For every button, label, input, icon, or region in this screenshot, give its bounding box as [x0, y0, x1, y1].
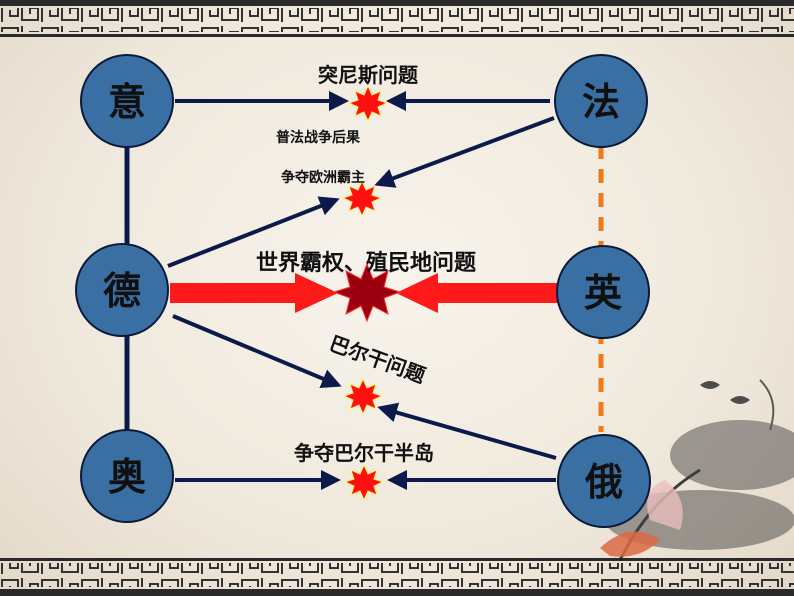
- label-world-hegemony: 世界霸权、殖民地问题: [256, 250, 477, 276]
- burst-balkan: [342, 377, 384, 416]
- node-de: 德: [75, 243, 169, 337]
- label-europe-hegemony: 争夺欧洲霸主: [281, 169, 365, 186]
- thick-arrow-ying: [396, 273, 560, 313]
- bursts: [332, 84, 402, 502]
- arrow-e-balkan: [377, 402, 557, 460]
- burst-tunisia: [347, 84, 389, 123]
- burst-peninsula: [343, 463, 385, 502]
- node-ao: 奥: [80, 429, 174, 523]
- node-fa: 法: [554, 54, 648, 148]
- label-tunisia: 突尼斯问题: [318, 63, 419, 87]
- thick-arrow-de: [170, 273, 338, 313]
- label-balkan-peninsula: 争夺巴尔干半岛: [294, 441, 434, 465]
- lotus-ink-decoration: [600, 379, 794, 561]
- node-ying-label: 英: [584, 270, 623, 315]
- node-ao-label: 奥: [108, 454, 146, 499]
- node-de-label: 德: [103, 268, 141, 313]
- node-e: 俄: [557, 434, 651, 528]
- node-ying: 英: [556, 245, 650, 339]
- arrow-fa-europe: [374, 116, 555, 188]
- arrow-de-balkan: [172, 314, 342, 389]
- label-franco-prussian: 普法战争后果: [276, 129, 361, 146]
- node-e-label: 俄: [584, 459, 623, 504]
- arrows: [167, 91, 557, 490]
- arrow-de-europe: [167, 196, 340, 268]
- bottom-border: [0, 558, 794, 596]
- node-yi: 意: [80, 54, 174, 148]
- burst-world: [332, 262, 402, 323]
- top-border: [0, 0, 794, 37]
- label-balkan: 巴尔干问题: [326, 331, 429, 388]
- node-yi-label: 意: [108, 79, 146, 124]
- node-fa-label: 法: [582, 79, 620, 124]
- burst-europe: [341, 179, 383, 218]
